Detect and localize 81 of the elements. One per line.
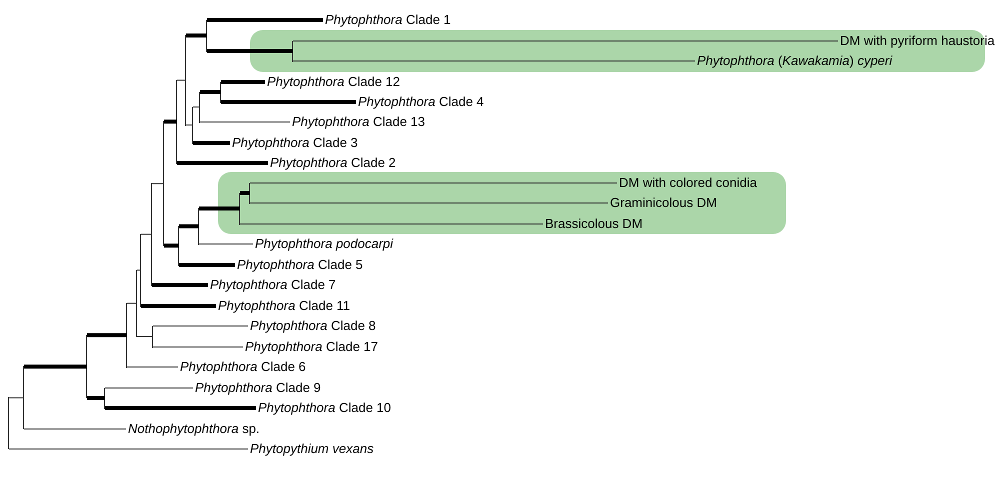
taxon-label: Phytophthora Clade 3 [230,134,358,152]
tree-branch [200,90,221,94]
taxon-label: Phytophthora Clade 11 [216,297,350,315]
tree-branch [140,234,152,235]
taxon-label: Phytophthora Clade 2 [268,154,396,172]
taxon-label: Phytophthora Clade 5 [235,256,363,274]
tree-node-line [23,366,24,430]
tree-branch [240,191,250,195]
tree-node-line [239,192,240,224]
highlight-band [218,172,786,234]
tree-branch [177,161,268,165]
tree-node-line [136,270,137,337]
taxon-label: Graminicolous DM [608,194,717,212]
tree-branch [186,34,207,38]
tree-branch [152,283,208,287]
taxon-label: Phytophthora Clade 10 [256,399,391,417]
tree-branch [164,244,179,248]
taxon-label: Phytophthora podocarpi [253,235,394,253]
taxon-label: Phytophthora Clade 8 [248,317,376,335]
tree-node-line [198,208,199,244]
tree-node-line [249,182,250,204]
tree-node-line [206,20,207,52]
taxon-label: DM with pyriform haustoria [838,32,995,50]
tree-branch [8,397,24,398]
tree-branch [126,366,178,368]
taxon-label: Phytophthora Clade 17 [243,338,378,356]
tree-branch [105,406,256,410]
tree-node-line [126,302,127,368]
tree-branch [221,80,265,84]
tree-branch [207,49,293,53]
tree-branch [186,124,194,126]
taxon-label: Brassicolous DM [543,215,643,233]
taxon-label: DM with colored conidia [617,174,758,192]
tree-branch [193,141,230,145]
tree-branch [24,364,87,369]
tree-branch [8,448,248,450]
tree-node-line [178,226,179,266]
tree-branch [179,224,199,228]
tree-branch [136,336,154,337]
tree-branch [199,206,240,210]
tree-node-line [151,183,152,286]
tree-node-line [86,334,87,398]
tree-node-line [220,82,221,102]
tree-branch [87,396,105,400]
tree-node-line [199,92,200,122]
tree-branch [87,333,127,338]
tree-branch [152,346,244,348]
taxon-label: Phytophthora Clade 7 [208,276,336,294]
tree-node-line [292,40,293,62]
taxon-label: Nothophytophthora sp. [126,420,260,438]
taxon-label: Phytophthora Clade 13 [290,113,425,131]
taxon-label: Phytophthora Clade 4 [356,93,484,111]
taxon-label: Phytophthora Clade 9 [193,379,321,397]
tree-node-line [104,388,105,408]
tree-branch [179,263,235,267]
tree-branch [221,100,356,104]
tree-branch [136,270,142,271]
tree-branch [250,182,618,184]
tree-branch [250,202,608,204]
tree-node-line [163,121,164,246]
tree-branch [192,106,200,108]
taxon-label: Phytophthora (Kawakamia) cyperi [695,52,892,70]
tree-branch [207,18,323,22]
tree-branch [292,40,838,42]
tree-node-line [185,35,186,126]
taxon-label: Phytophthora Clade 1 [323,11,451,29]
tree-node-line [152,326,153,348]
tree-branch [164,120,177,124]
tree-branch [24,428,126,430]
tree-node-line [176,80,177,164]
taxon-label: Phytophthora Clade 6 [178,358,306,376]
tree-branch [126,302,138,304]
taxon-label: Phytophthora Clade 12 [265,73,400,91]
taxon-label: Phytopythium vexans [248,440,374,458]
tree-node-line [140,234,141,306]
tree-node-line [8,397,9,450]
tree-branch [141,304,216,308]
tree-branch [176,80,186,81]
tree-node-line [192,106,193,144]
tree-branch [292,60,696,62]
tree-branch [152,183,164,184]
